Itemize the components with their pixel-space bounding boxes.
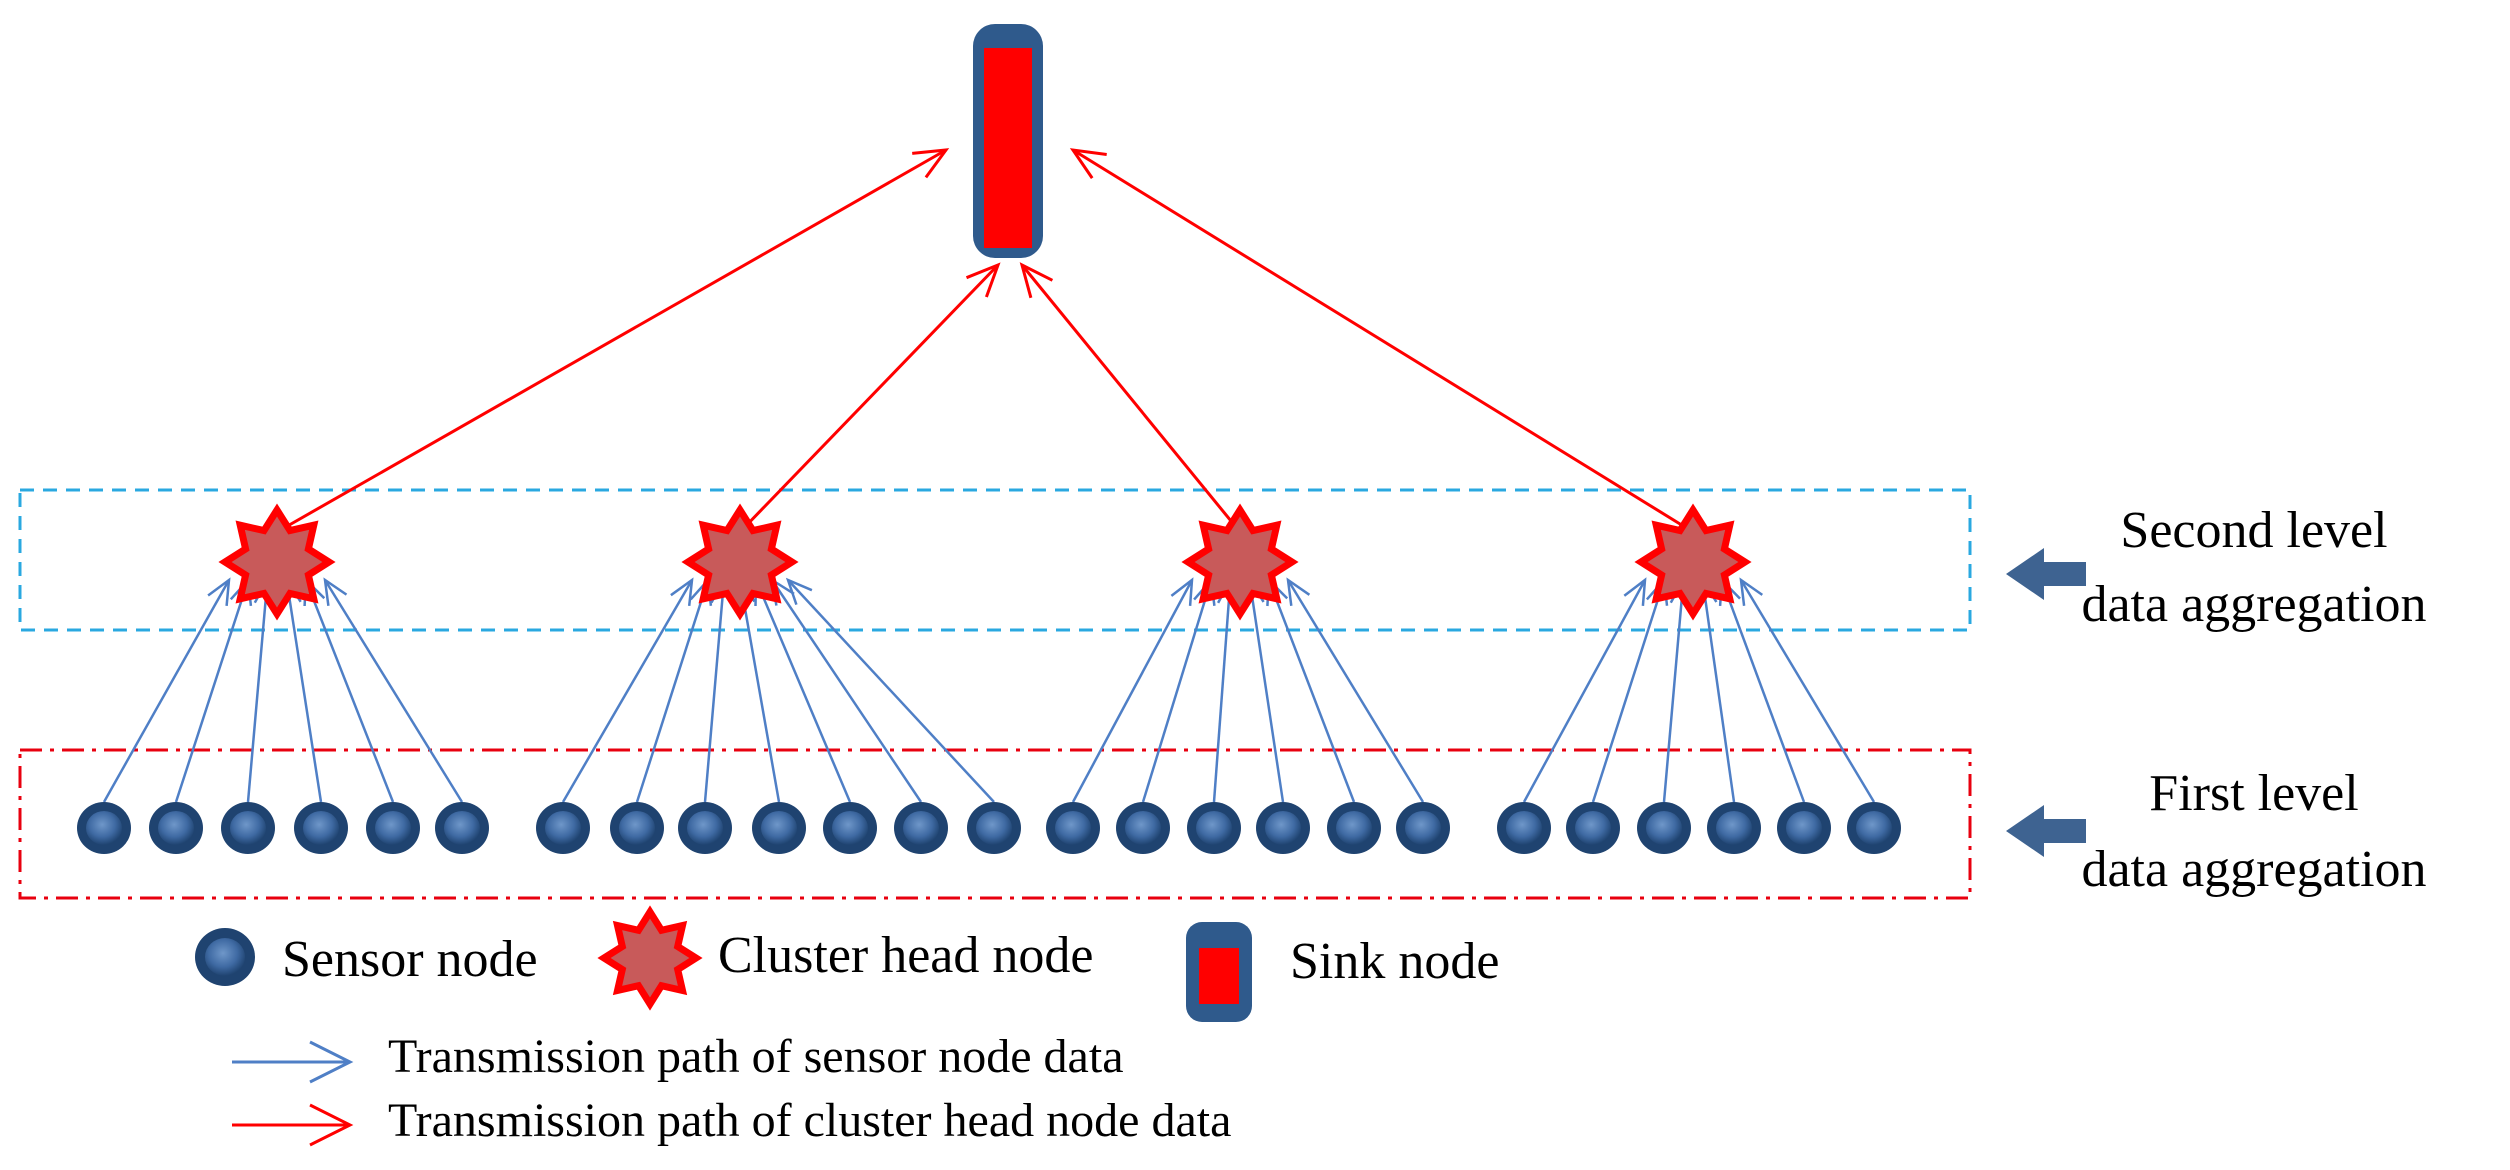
- sensor-path-arrow-icon: [561, 577, 694, 803]
- legend-sink-icon: [1186, 922, 1252, 1022]
- sensor-path-arrow-icon: [174, 577, 253, 803]
- second-level-label-line1: Second level: [2120, 502, 2387, 559]
- legend-sensor-path-arrow-icon: [232, 1040, 354, 1084]
- left-arrow-icon: [2006, 548, 2086, 600]
- sink-node: [973, 24, 1043, 258]
- second-level-label-line2: data aggregation: [2081, 576, 2426, 633]
- circle-node-icon: [1046, 802, 1100, 854]
- star-burst-icon: [1634, 503, 1752, 621]
- circle-node-icon: [894, 802, 948, 854]
- cluster-transmission-paths: [276, 148, 1694, 534]
- sensor-path-arrow-icon: [1694, 576, 1736, 803]
- circle-node-icon: [610, 802, 664, 854]
- circle-node-icon: [536, 802, 590, 854]
- sensor-path-arrow-icon: [1071, 577, 1194, 803]
- circle-node-icon: [77, 802, 131, 854]
- sensor-path-arrow-icon: [703, 576, 734, 803]
- circle-node-icon: [1777, 802, 1831, 854]
- legend: Sensor node Cluster head node Sink node …: [195, 905, 1499, 1147]
- sensor-path-arrow-icon: [1662, 576, 1694, 803]
- sensor-nodes: [77, 802, 1901, 854]
- sensor-path-arrow-icon: [1241, 576, 1285, 803]
- star-burst-icon: [597, 905, 703, 1011]
- legend-sensor-icon: [195, 928, 255, 986]
- cluster-path-arrow-icon: [1019, 262, 1242, 533]
- legend-cluster-head-icon: [597, 905, 703, 1011]
- sensor-path-arrow-icon: [246, 576, 278, 803]
- cluster-path-arrow-icon: [738, 262, 1001, 534]
- sensor-path-arrow-icon: [1141, 577, 1216, 803]
- sensor-path-arrow-icon: [770, 577, 923, 803]
- legend-sink-label: Sink node: [1290, 933, 1499, 990]
- sensor-path-arrow-icon: [1266, 577, 1356, 803]
- sensor-path-arrow-icon: [278, 576, 323, 803]
- circle-node-icon: [1116, 802, 1170, 854]
- sensor-path-arrow-icon: [303, 577, 395, 803]
- sensor-path-arrow-icon: [754, 577, 852, 803]
- circle-node-icon: [752, 802, 806, 854]
- legend-cluster-path-label: Transmission path of cluster head node d…: [388, 1094, 1231, 1147]
- star-burst-icon: [1181, 503, 1299, 621]
- sensor-path-arrow-icon: [102, 577, 231, 803]
- circle-node-icon: [678, 802, 732, 854]
- sensor-path-arrow-icon: [323, 577, 464, 803]
- circle-node-icon: [221, 802, 275, 854]
- circle-node-icon: [1396, 802, 1450, 854]
- circle-node-icon: [435, 802, 489, 854]
- cluster-path-arrow-icon: [276, 148, 950, 534]
- legend-cluster-head-label: Cluster head node: [718, 927, 1093, 984]
- sensor-path-arrow-icon: [1739, 577, 1876, 803]
- sensor-path-arrow-icon: [785, 577, 995, 803]
- circle-node-icon: [967, 802, 1021, 854]
- legend-sensor-label: Sensor node: [282, 931, 538, 988]
- cluster-path-arrow-icon: [1069, 148, 1694, 534]
- circle-node-icon: [1637, 802, 1691, 854]
- circle-node-icon: [823, 802, 877, 854]
- left-arrow-icon: [2006, 805, 2086, 857]
- circle-node-icon: [294, 802, 348, 854]
- star-burst-icon: [218, 503, 336, 621]
- sensor-transmission-paths: [102, 576, 1876, 803]
- sensor-path-arrow-icon: [1286, 577, 1425, 803]
- star-burst-icon: [681, 503, 799, 621]
- sensor-path-arrow-icon: [1522, 577, 1647, 803]
- circle-node-icon: [1707, 802, 1761, 854]
- circle-node-icon: [1187, 802, 1241, 854]
- circle-node-icon: [366, 802, 420, 854]
- circle-node-icon: [1847, 802, 1901, 854]
- second-level-box: [18, 488, 1972, 632]
- sensor-path-arrow-icon: [1591, 577, 1669, 803]
- first-level-label-line1: First level: [2149, 765, 2358, 822]
- circle-node-icon: [1566, 802, 1620, 854]
- legend-cluster-path-arrow-icon: [232, 1103, 354, 1147]
- circle-node-icon: [1256, 802, 1310, 854]
- legend-sensor-path-label: Transmission path of sensor node data: [388, 1030, 1124, 1083]
- circle-node-icon: [1327, 802, 1381, 854]
- circle-node-icon: [149, 802, 203, 854]
- circle-node-icon: [1497, 802, 1551, 854]
- first-level-box: [18, 748, 1972, 900]
- first-level-label-line2: data aggregation: [2081, 841, 2426, 898]
- cluster-head-nodes: [218, 503, 1752, 621]
